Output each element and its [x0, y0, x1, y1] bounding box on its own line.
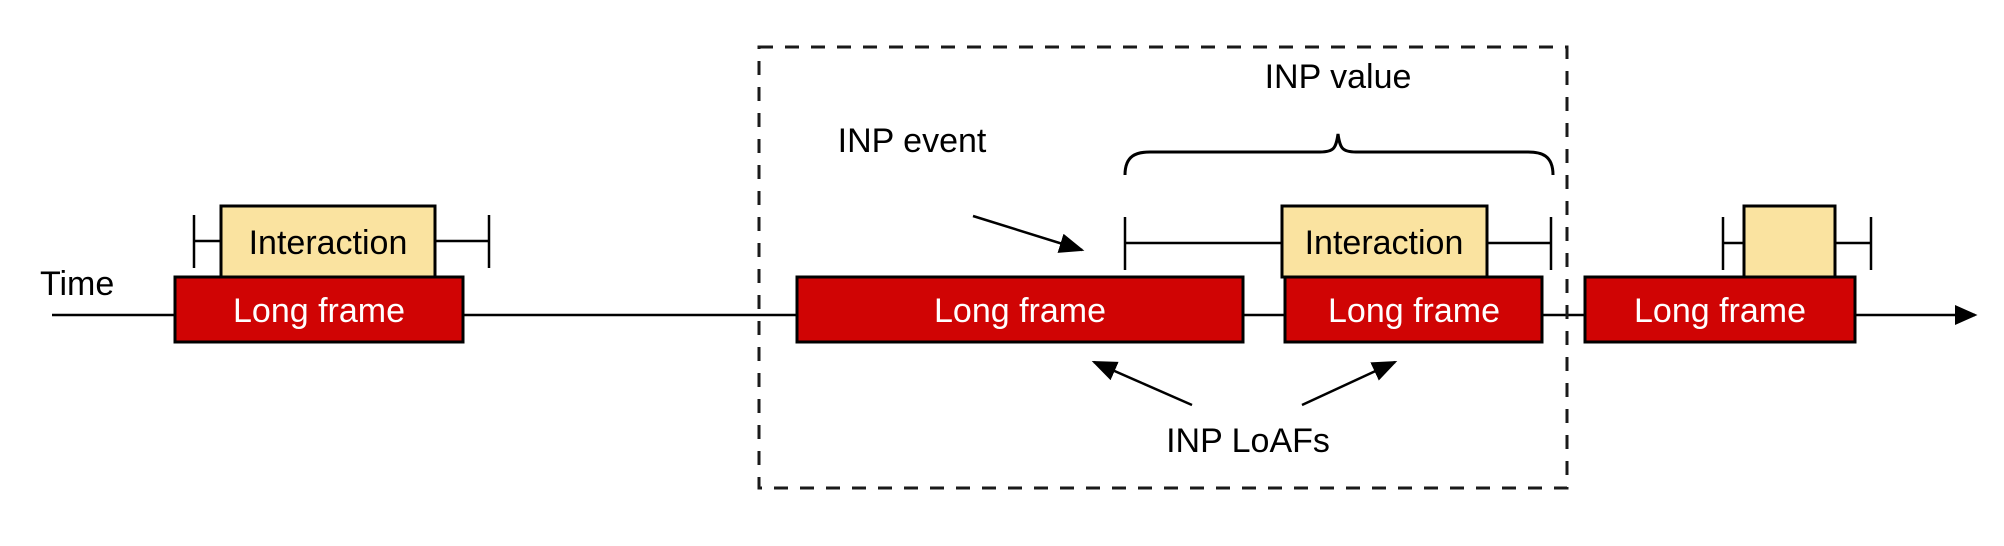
group-first: Long frame Interaction — [173, 204, 491, 344]
long-frame-box-loaf-a — [795, 275, 1245, 344]
inp-value-brace — [1123, 133, 1555, 176]
long-frame-label-first: Long frame — [233, 292, 405, 330]
long-frame-label-loaf-b: Long frame — [1328, 292, 1500, 330]
inp-loafs-annotation: INP LoAFs — [1091, 360, 1398, 460]
inp-value-label: INP value — [1265, 58, 1412, 96]
interaction-box-first — [219, 204, 437, 279]
interaction-label-loaf-b: Interaction — [1305, 224, 1464, 262]
inp-event-arrow — [972, 214, 1085, 253]
time-axis: Time — [40, 265, 1978, 325]
interaction-ticks-first — [192, 215, 491, 268]
group-inp-loaf-b: Long frame Interaction — [1280, 204, 1544, 344]
inp-event-label: INP event — [838, 122, 987, 160]
inp-dashed-region — [757, 45, 1569, 490]
group-inp-loaf-a: Long frame — [795, 275, 1245, 344]
inp-loafs-arrow-right — [1301, 360, 1398, 407]
inp-value-measure-ticks — [1123, 217, 1553, 270]
inp-value-annotation: INP value — [1123, 58, 1555, 176]
inp-event-annotation: INP event — [838, 122, 1085, 253]
long-frame-box-loaf-b — [1283, 275, 1544, 344]
interaction-box-last — [1742, 204, 1837, 279]
interaction-box-loaf-b — [1280, 204, 1489, 279]
long-frame-box-first — [173, 275, 465, 344]
long-frame-box-last — [1583, 275, 1857, 344]
axis-label-time: Time — [40, 265, 114, 303]
long-frame-label-loaf-a: Long frame — [934, 292, 1106, 330]
interaction-label-first: Interaction — [249, 224, 408, 262]
interaction-ticks-last — [1721, 217, 1873, 270]
group-last: Long frame — [1583, 204, 1873, 344]
inp-loafs-arrow-left — [1091, 360, 1193, 407]
inp-loafs-label: INP LoAFs — [1166, 422, 1330, 460]
long-frame-label-last: Long frame — [1634, 292, 1806, 330]
